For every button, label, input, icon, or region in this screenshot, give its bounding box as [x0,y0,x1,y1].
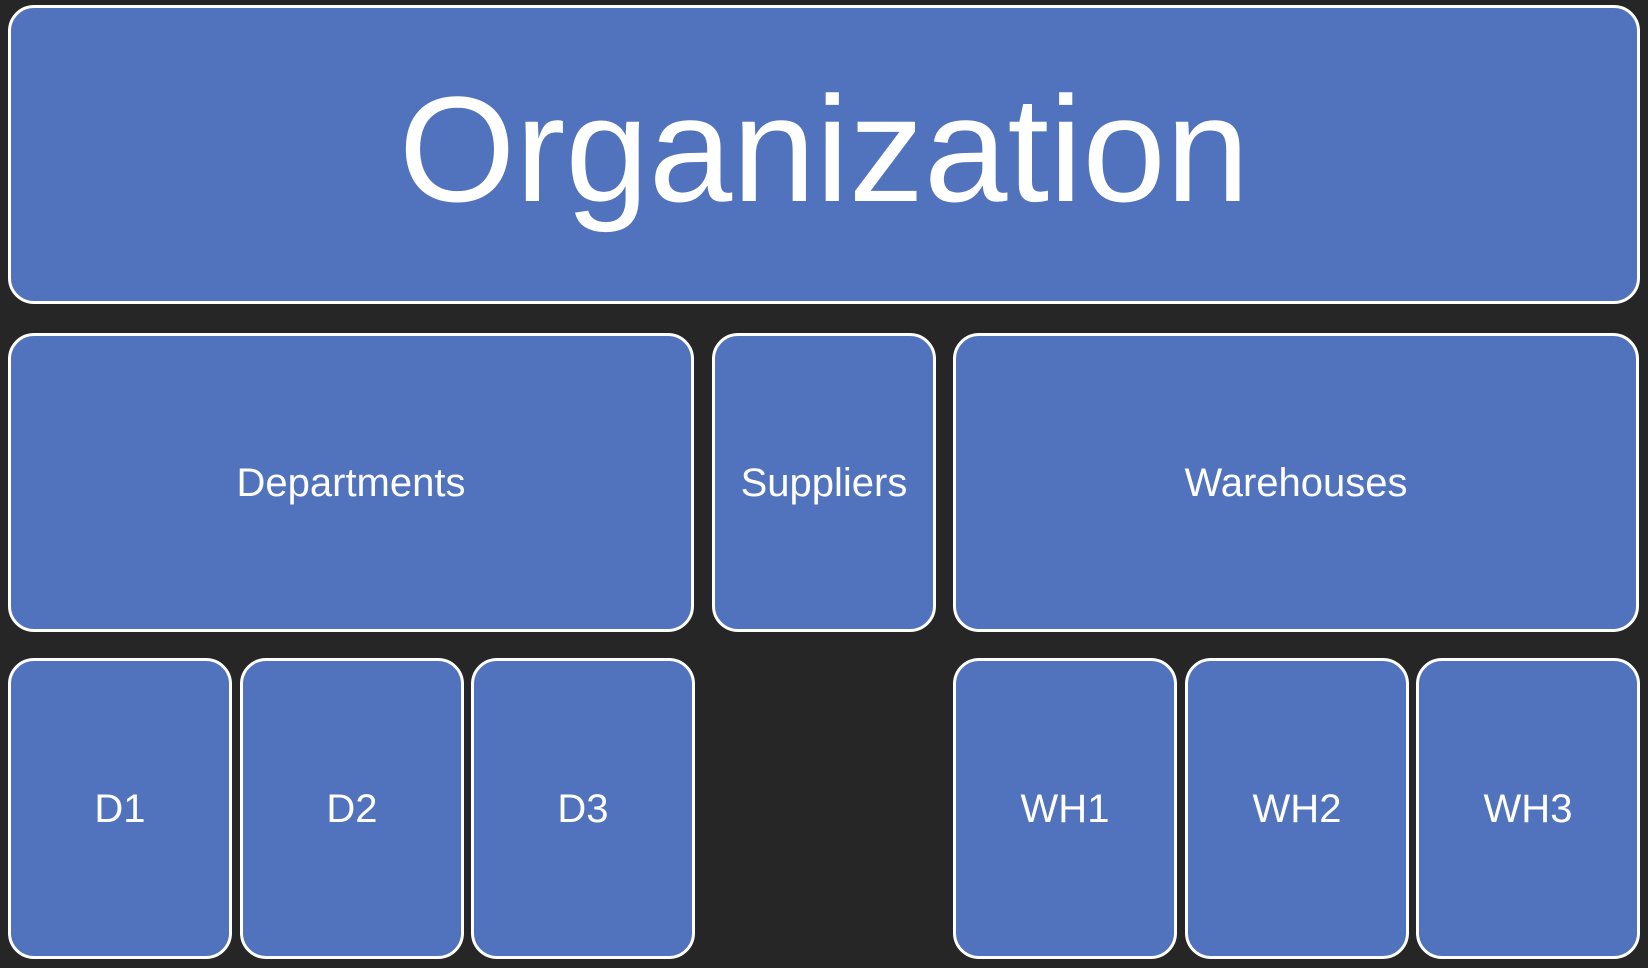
department-d2-label: D2 [326,786,378,831]
organization-box: Organization [8,5,1640,304]
department-d1-label: D1 [94,786,146,831]
department-d2-box: D2 [240,658,464,959]
department-d3-box: D3 [471,658,695,959]
department-d3-label: D3 [557,786,609,831]
departments-label: Departments [236,460,466,505]
department-d1-box: D1 [8,658,232,959]
warehouse-wh1-box: WH1 [953,658,1177,959]
warehouse-wh2-box: WH2 [1185,658,1409,959]
warehouse-wh2-label: WH2 [1252,786,1342,831]
organization-label: Organization [398,64,1250,233]
warehouse-wh3-label: WH3 [1483,786,1573,831]
warehouse-wh3-box: WH3 [1416,658,1640,959]
suppliers-box: Suppliers [712,333,936,632]
warehouses-box: Warehouses [953,333,1639,632]
suppliers-label: Suppliers [740,460,908,505]
departments-box: Departments [8,333,694,632]
warehouse-wh1-label: WH1 [1020,786,1110,831]
warehouses-label: Warehouses [1184,460,1408,505]
